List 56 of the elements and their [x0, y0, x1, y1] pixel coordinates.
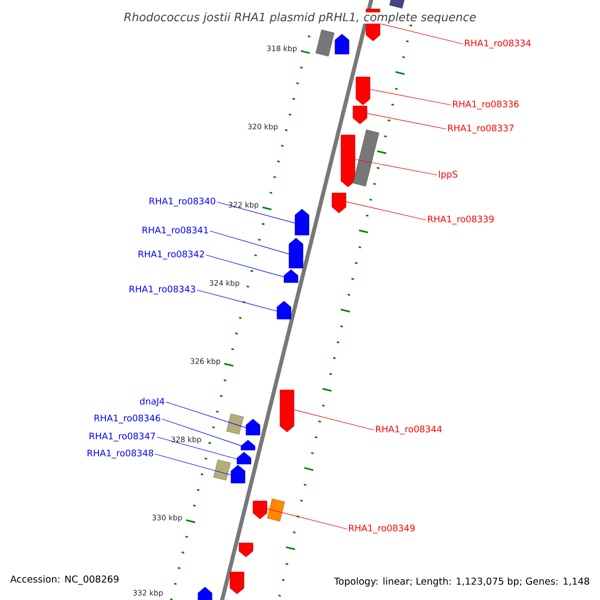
- gene-label: RHA1_ro08342: [138, 250, 204, 260]
- gene-block: [356, 76, 370, 106]
- gene-block: [352, 130, 380, 186]
- leader-line: [154, 454, 232, 476]
- gene-block: [226, 414, 244, 435]
- gene-block: [198, 586, 212, 600]
- gene-block: [213, 460, 231, 481]
- gene-label: RHA1_ro08348: [88, 450, 154, 458]
- leader-line: [354, 159, 438, 176]
- leader-line: [370, 89, 452, 106]
- gene-label: RHA1_ro08341: [142, 226, 208, 236]
- gene-block: [340, 134, 356, 188]
- gene-block: [236, 452, 252, 464]
- gene-block: [389, 0, 407, 8]
- gene-block: [240, 440, 256, 450]
- gene-block: [252, 500, 268, 520]
- leader-line: [346, 201, 426, 220]
- leader-line: [294, 410, 374, 430]
- footer-text: Accession: NC_008269: [10, 575, 118, 585]
- gene-block: [332, 192, 346, 214]
- gene-block: [316, 30, 334, 56]
- gene-label: RHA1_ro08337: [448, 124, 514, 134]
- gene-label: RHA1_ro08334: [465, 40, 531, 48]
- leader-line: [162, 418, 242, 446]
- leader-line: [206, 254, 284, 278]
- gene-label: RHA1_ro08339: [428, 216, 494, 224]
- gene-block: [294, 208, 310, 236]
- footer-text: Topology: linear; Length: 1,123,075 bp; Genes: 1,148: [334, 577, 590, 587]
- gene-label: RHA1_ro08343: [130, 286, 196, 294]
- gene-block: [230, 572, 244, 594]
- gene-block: [267, 498, 285, 522]
- leader-line: [210, 230, 290, 254]
- leader-line: [156, 436, 238, 460]
- title: Rhodococcus jostii RHA1 plasmid pRHL1, complete sequence: [124, 12, 476, 24]
- leader-line: [366, 113, 446, 130]
- gene-label: RHA1_ro08336: [453, 100, 519, 110]
- gene-block: [280, 390, 294, 432]
- gene-block: [334, 34, 350, 54]
- gene-block: [352, 106, 368, 124]
- leader-line: [216, 202, 296, 224]
- gene-label: RHA1_ro08340: [150, 198, 216, 206]
- gene-block: [284, 269, 298, 283]
- leader-line: [166, 402, 246, 428]
- gene-block: [246, 418, 260, 436]
- leader-line: [266, 508, 348, 530]
- gene-block: [230, 464, 246, 484]
- gene-label: RHA1_ro08346: [94, 414, 160, 424]
- gene-label: RHA1_ro08349: [349, 524, 415, 534]
- gene-label: lppS: [439, 170, 458, 180]
- gene-block: [238, 542, 254, 558]
- gene-label: dnaJ4: [140, 398, 164, 406]
- gene-label: RHA1_ro08347: [90, 432, 156, 442]
- leader-line: [380, 23, 464, 44]
- gene-label: RHA1_ro08344: [376, 426, 442, 434]
- gene-block: [276, 300, 292, 320]
- leader-line: [196, 290, 278, 312]
